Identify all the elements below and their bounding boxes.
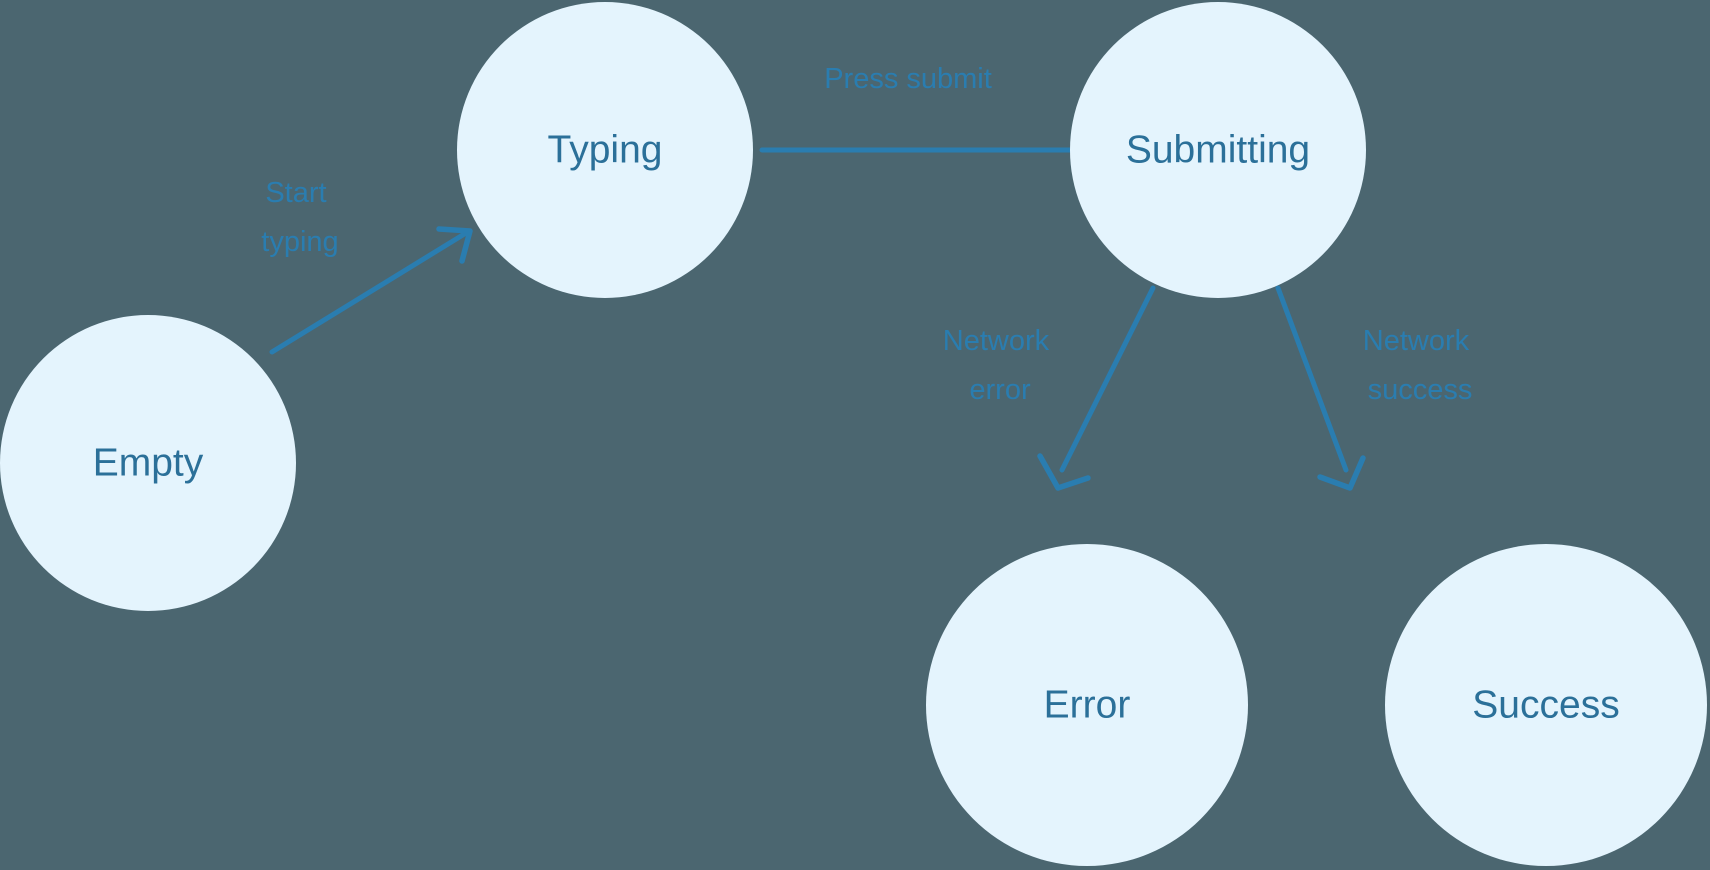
- node-empty[interactable]: Empty: [0, 315, 296, 611]
- edge-empty-to-typing[interactable]: Start typing: [261, 177, 473, 355]
- node-circle-empty: [0, 315, 296, 611]
- edge-line-submitting-to-error: [1059, 285, 1156, 473]
- arrowhead-submitting-to-error: [1037, 453, 1091, 491]
- edge-label-typing-to-submitting: Press submit: [824, 63, 992, 95]
- edge-label-line: Start: [265, 177, 326, 209]
- edge-line-submitting-to-success: [1275, 285, 1349, 473]
- edge-label-submitting-to-error: Network error: [943, 325, 1057, 406]
- node-circle-success: [1385, 544, 1707, 866]
- node-circle-error: [926, 544, 1248, 866]
- arrowhead-empty-to-typing: [436, 226, 473, 264]
- edge-label-line: typing: [261, 226, 338, 258]
- edge-label-line: Network: [1363, 325, 1470, 357]
- node-label-typing: Typing: [548, 129, 663, 172]
- edge-label-empty-to-typing: Start typing: [261, 177, 338, 258]
- arrowhead-submitting-to-success: [1317, 455, 1366, 491]
- node-label-error: Error: [1044, 684, 1131, 727]
- edge-submitting-to-error[interactable]: Network error: [943, 285, 1156, 491]
- node-error[interactable]: Error: [926, 544, 1248, 866]
- node-label-success: Success: [1472, 684, 1619, 727]
- edge-label-line: success: [1368, 374, 1473, 406]
- node-label-empty: Empty: [93, 442, 204, 485]
- node-label-submitting: Submitting: [1126, 129, 1310, 172]
- node-typing[interactable]: Typing: [457, 2, 753, 298]
- edge-label-line: Press submit: [824, 63, 992, 95]
- edge-submitting-to-success[interactable]: Network success: [1275, 285, 1477, 491]
- node-success[interactable]: Success: [1385, 544, 1707, 866]
- node-circle-typing: [457, 2, 753, 298]
- edge-label-line: error: [969, 374, 1031, 406]
- node-circle-submitting: [1070, 2, 1366, 298]
- edge-line-empty-to-typing: [269, 230, 469, 355]
- node-submitting[interactable]: Submitting: [1070, 2, 1366, 298]
- edge-label-line: Network: [943, 325, 1050, 357]
- edge-typing-to-submitting[interactable]: Press submit: [759, 63, 1146, 176]
- edge-label-submitting-to-success: Network success: [1363, 325, 1477, 406]
